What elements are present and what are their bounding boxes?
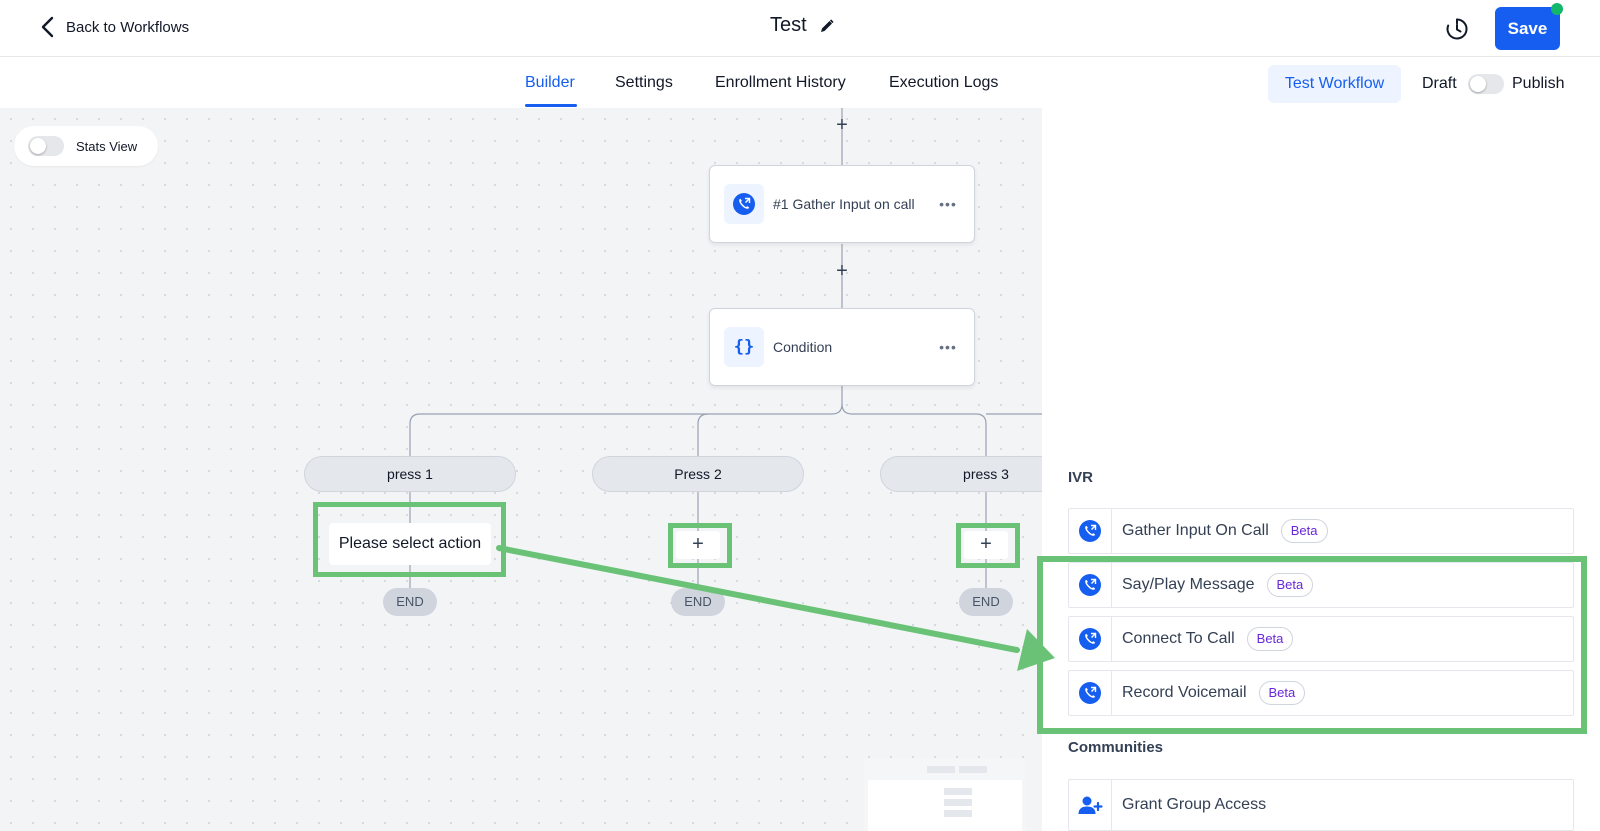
top-bar: Back to Workflows Test Save [0, 0, 1600, 57]
section-title-ivr: IVR [1068, 469, 1094, 486]
action-label: Record Voicemail [1122, 684, 1247, 701]
tab-builder[interactable]: Builder [525, 74, 575, 91]
action-grant-group-access[interactable]: Grant Group Access [1068, 779, 1574, 831]
node-label: Condition [773, 339, 833, 355]
tab-enrollment-history[interactable]: Enrollment History [715, 74, 846, 91]
more-options-icon[interactable]: ••• [939, 196, 957, 212]
test-workflow-button[interactable]: Test Workflow [1268, 65, 1401, 103]
history-icon[interactable] [1443, 15, 1471, 43]
beta-badge: Beta [1258, 681, 1306, 705]
publish-toggle[interactable] [1468, 74, 1504, 94]
action-record-voicemail[interactable]: Record Voicemail Beta [1068, 670, 1574, 716]
actions-panel: IVR Gather Input On Call Beta Say/Play M… [1060, 108, 1600, 831]
stats-view-toggle[interactable] [28, 136, 64, 156]
phone-icon [1079, 574, 1101, 596]
chevron-left-icon [41, 16, 54, 38]
more-options-icon[interactable]: ••• [939, 339, 957, 355]
action-label: Say/Play Message [1122, 576, 1255, 593]
annotation-highlight [313, 502, 506, 577]
action-label: Gather Input On Call [1122, 522, 1269, 539]
end-marker: END [671, 588, 725, 616]
end-marker: END [959, 588, 1013, 616]
status-dot [1551, 3, 1563, 15]
stats-view-label: Stats View [76, 138, 138, 154]
workflow-title: Test [770, 14, 807, 36]
publish-label: Publish [1512, 75, 1565, 92]
active-tab-indicator [525, 104, 577, 107]
user-plus-icon [1078, 796, 1103, 814]
workflow-canvas[interactable]: Stats View + #1 Gather Input on call •••… [0, 108, 1042, 831]
pencil-icon[interactable] [819, 18, 835, 34]
toggle-knob [1470, 76, 1486, 92]
phone-icon [733, 193, 755, 215]
action-icon-cell [1069, 780, 1112, 830]
add-action-button-press-2[interactable]: + [676, 531, 720, 559]
node-icon-box [724, 184, 764, 224]
node-icon-box: {} [724, 327, 764, 367]
minimap-preview [868, 766, 1022, 831]
tab-settings[interactable]: Settings [615, 74, 673, 91]
action-label: Connect To Call [1122, 630, 1235, 647]
draft-label: Draft [1422, 75, 1457, 92]
save-button[interactable]: Save [1495, 7, 1560, 50]
action-label: Grant Group Access [1122, 796, 1267, 813]
toggle-knob [30, 138, 46, 154]
tabs-bar: Builder Settings Enrollment History Exec… [0, 57, 1060, 108]
branch-press-2[interactable]: Press 2 [592, 456, 804, 492]
node-label: #1 Gather Input on call [773, 196, 915, 212]
branch-press-3[interactable]: press 3 [880, 456, 1042, 492]
back-to-workflows-link[interactable]: Back to Workflows [38, 15, 189, 39]
branch-press-1[interactable]: press 1 [304, 456, 516, 492]
phone-icon [1079, 520, 1101, 542]
action-icon-cell [1069, 563, 1112, 607]
action-gather-input-on-call[interactable]: Gather Input On Call Beta [1068, 508, 1574, 554]
select-action-placeholder[interactable]: Please select action [329, 523, 491, 565]
minimap[interactable] [864, 758, 1026, 831]
braces-icon: {} [733, 337, 755, 357]
action-connect-to-call[interactable]: Connect To Call Beta [1068, 616, 1574, 662]
add-action-button-press-3[interactable]: + [964, 531, 1008, 559]
end-marker: END [383, 588, 437, 616]
stats-view-control: Stats View [14, 126, 158, 166]
workflow-node-gather-input[interactable]: #1 Gather Input on call ••• [709, 165, 975, 243]
beta-badge: Beta [1266, 573, 1314, 597]
tab-execution-logs[interactable]: Execution Logs [889, 74, 999, 91]
beta-badge: Beta [1280, 519, 1328, 543]
add-step-button[interactable]: + [836, 260, 848, 282]
phone-icon [1079, 682, 1101, 704]
phone-icon [1079, 628, 1101, 650]
back-label: Back to Workflows [66, 18, 190, 36]
action-say-play-message[interactable]: Say/Play Message Beta [1068, 562, 1574, 608]
action-icon-cell [1069, 617, 1112, 661]
section-title-communities: Communities [1068, 739, 1164, 756]
beta-badge: Beta [1246, 627, 1294, 651]
add-step-button[interactable]: + [836, 114, 848, 136]
action-icon-cell [1069, 671, 1112, 715]
workflow-title-area: Test [770, 14, 835, 37]
workflow-node-condition[interactable]: {} Condition ••• [709, 308, 975, 386]
action-icon-cell [1069, 509, 1112, 553]
